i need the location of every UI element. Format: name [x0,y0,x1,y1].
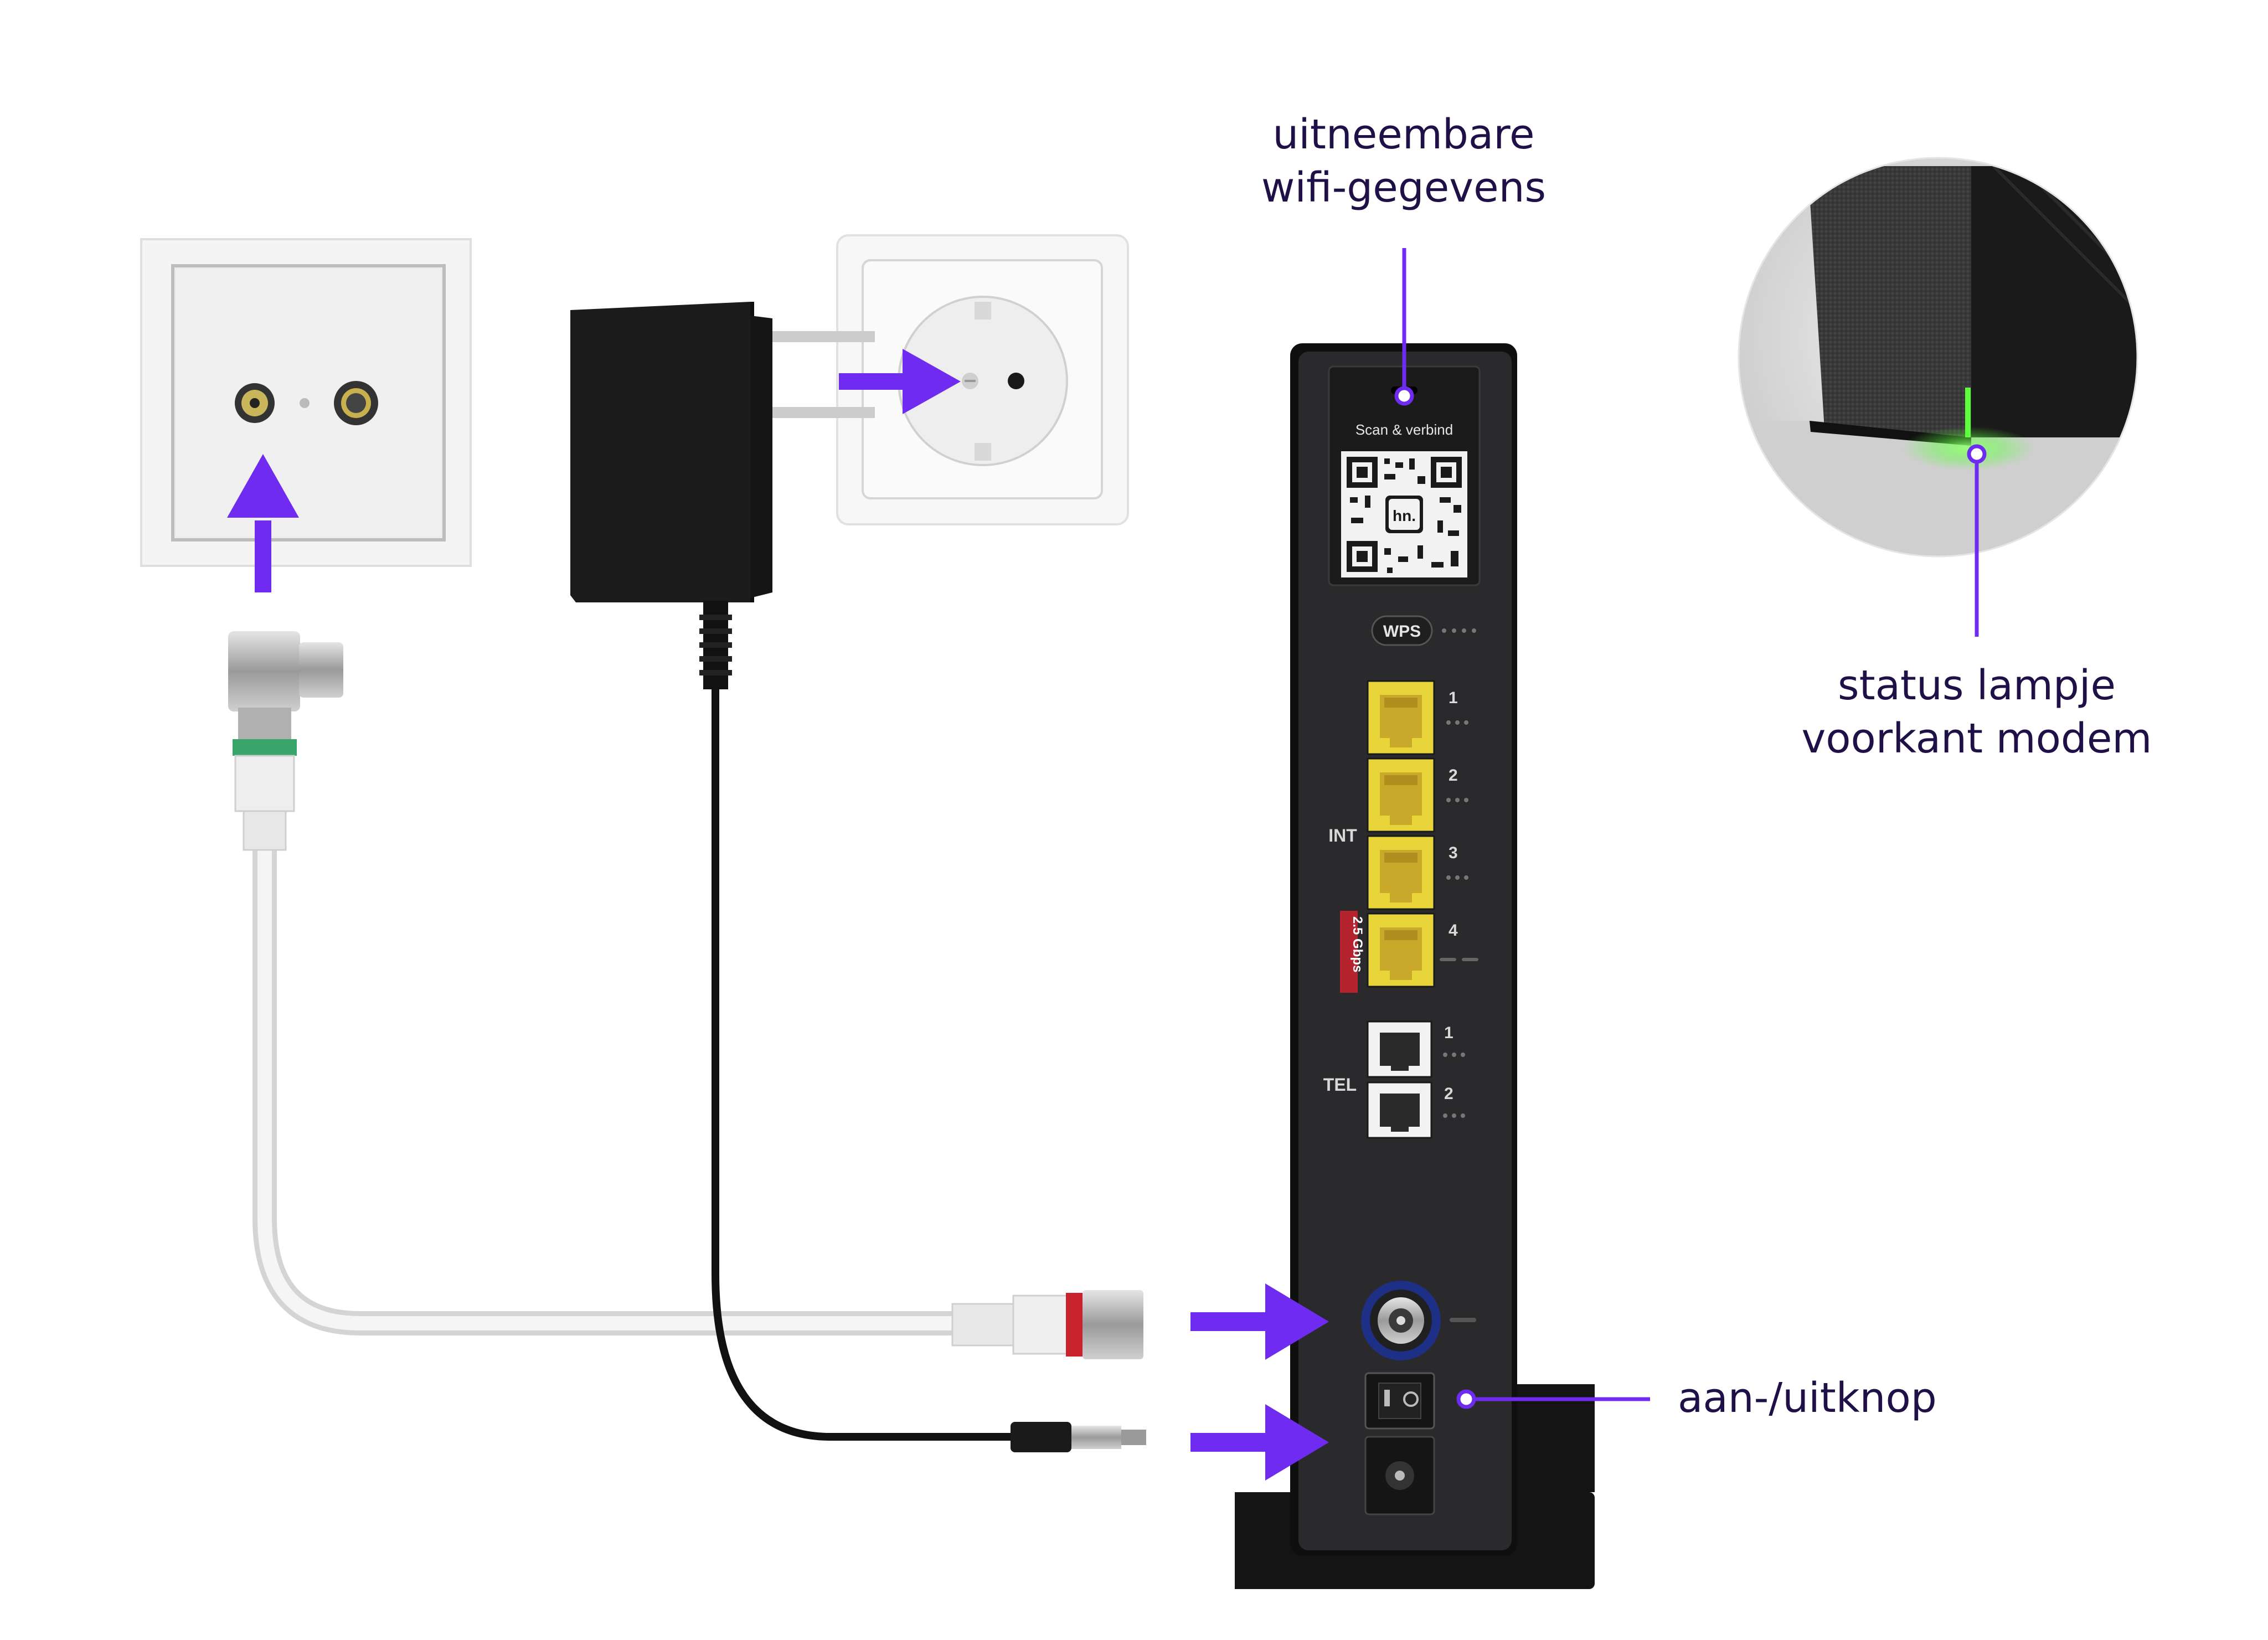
tel-port-led [1443,1053,1447,1057]
wps-label: WPS [1383,622,1421,641]
int-port-led [1455,720,1460,725]
modem-router: Scan & verbind hn. [1235,343,1595,1589]
tel-port-number: 2 [1444,1085,1453,1103]
wps-button[interactable]: WPS [1371,615,1433,646]
callout-line-led [1967,444,1987,637]
qr-logo: hn. [1393,507,1416,524]
int-port-2[interactable] [1367,757,1435,833]
tel-label: TEL [1323,1075,1357,1095]
arrow-right-icon [839,349,961,414]
power-cable [712,683,1146,1452]
callout-line-power-switch [1456,1389,1650,1409]
int-port-number: 2 [1449,766,1458,785]
int-port-number: 4 [1449,921,1458,940]
int-port-number: 3 [1449,844,1458,862]
wifi-card-callout-line1: uitneembare [1272,111,1535,158]
int-port-led [1446,875,1451,880]
status-led-inset [1738,157,2138,558]
tel-port-led [1452,1053,1456,1057]
wifi-info-card[interactable]: Scan & verbind hn. [1328,365,1481,586]
int-port-led [1464,798,1468,802]
callout-line-wifi [1394,248,1414,406]
arrow-right-icon [1190,1283,1329,1360]
status-led-callout-line1: status lampje [1838,662,2116,709]
power-switch[interactable] [1364,1372,1435,1430]
coax-indicator [1450,1318,1476,1322]
int-port-led [1440,958,1456,961]
tel-port-2[interactable] [1367,1081,1432,1139]
tel-port-1[interactable] [1367,1020,1432,1078]
int-port-1[interactable] [1367,680,1435,755]
int-port-led [1464,875,1468,880]
coax-input-port[interactable] [1361,1281,1441,1360]
arrow-right-icon [1190,1404,1329,1481]
coax-wall-socket [140,238,472,567]
arrow-up-icon [227,454,299,592]
status-led-callout-line2: voorkant modem [1801,715,2152,762]
tel-port-number: 1 [1444,1024,1453,1042]
speed-badge-text: 2.5 Gbps [1350,916,1365,972]
dc-power-input[interactable] [1364,1436,1435,1515]
power-switch-callout: aan-/uitknop [1678,1371,2010,1425]
speed-badge: 2.5 Gbps [1340,911,1365,993]
int-port-led [1446,720,1451,725]
tel-port-led [1461,1053,1465,1057]
int-port-number: 1 [1449,689,1458,707]
tel-port-led [1443,1113,1447,1118]
wifi-card-callout: uitneembare wifi-gegevens [1218,108,1589,214]
int-port-group: 1 2 3 4 [1367,680,1478,988]
power-wall-socket [836,234,1129,525]
wifi-card-callout-line2: wifi-gegevens [1261,164,1547,212]
qr-caption: Scan & verbind [1355,421,1453,438]
wps-indicator-dots [1442,628,1476,633]
int-port-4[interactable] [1367,912,1435,988]
tel-port-group: 12 [1367,1020,1465,1139]
int-label: INT [1328,826,1357,845]
status-led-callout: status lampje voorkant modem [1761,659,2193,765]
int-port-led [1464,720,1468,725]
tel-port-led [1461,1113,1465,1118]
int-port-led [1455,798,1460,802]
coax-cable [228,631,1143,1359]
int-port-led [1455,875,1460,880]
tel-port-led [1452,1113,1456,1118]
int-port-led [1462,958,1478,961]
power-switch-callout-text: aan-/uitknop [1678,1374,1937,1422]
power-adapter [570,302,875,689]
qr-code-icon: hn. [1341,451,1467,577]
int-port-3[interactable] [1367,835,1435,910]
int-port-led [1446,798,1451,802]
